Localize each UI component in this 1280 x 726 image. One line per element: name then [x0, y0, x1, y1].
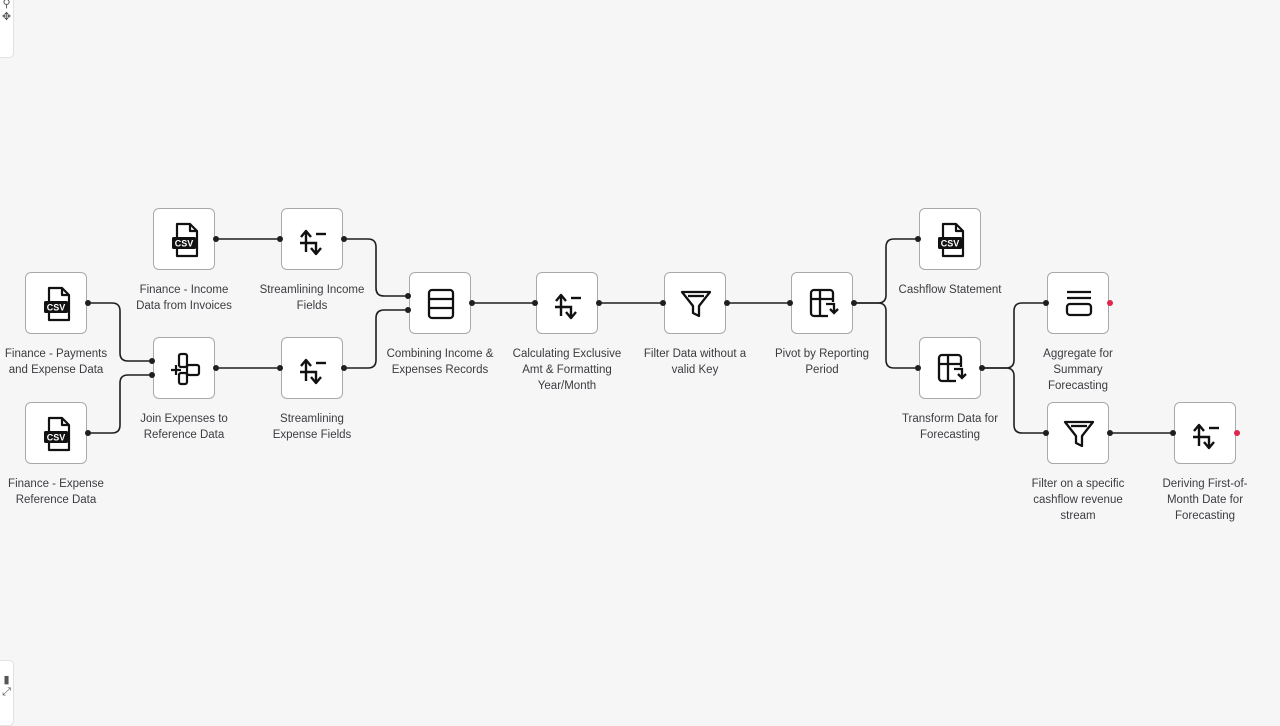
output-port[interactable]: [85, 430, 91, 436]
input-port[interactable]: [660, 300, 666, 306]
expand-icon[interactable]: ⤢: [2, 686, 11, 698]
node-join-expenses[interactable]: [153, 337, 215, 399]
output-port[interactable]: [85, 300, 91, 306]
edge-n12-n14: [982, 367, 1046, 434]
node-label: Combining Income & Expenses Records: [386, 348, 494, 376]
node-streamlining-income[interactable]: [281, 208, 343, 270]
input-port[interactable]: [405, 293, 411, 299]
input-port[interactable]: [915, 236, 921, 242]
output-port[interactable]: [724, 300, 730, 306]
node-streamlining-expense[interactable]: [281, 337, 343, 399]
node-cashflow-statement-csv[interactable]: CSV: [919, 208, 981, 270]
move-icon[interactable]: ✥: [1, 11, 12, 23]
csv-file-icon: CSV: [44, 286, 71, 322]
union-icon: [427, 288, 455, 320]
node-finance-expense-reference-csv[interactable]: CSV: [25, 402, 87, 464]
node-label: Filter on a specific cashflow revenue st…: [1031, 478, 1125, 522]
open-output-port[interactable]: [1107, 300, 1113, 306]
node-aggregate-summary[interactable]: [1047, 272, 1109, 334]
filter-icon: [1063, 420, 1095, 448]
edge-n3-n4: [88, 302, 152, 362]
input-port[interactable]: [149, 358, 155, 364]
csv-file-icon: CSV: [44, 416, 71, 452]
node-calculating-exclusive-amt[interactable]: [536, 272, 598, 334]
node-label: Streamlining Income Fields: [259, 284, 365, 312]
output-port[interactable]: [213, 236, 219, 242]
node-transform-forecasting[interactable]: [919, 337, 981, 399]
node-label: Finance - Income Data from Invoices: [136, 284, 232, 312]
input-port[interactable]: [405, 307, 411, 313]
output-port[interactable]: [1107, 430, 1113, 436]
node-pivot-reporting-period[interactable]: [791, 272, 853, 334]
transform-arrows-icon: [1193, 423, 1219, 450]
input-port[interactable]: [915, 365, 921, 371]
node-filter-valid-key[interactable]: [664, 272, 726, 334]
node-label: Aggregate for Summary Forecasting: [1043, 348, 1113, 392]
output-port[interactable]: [979, 365, 985, 371]
node-deriving-first-of-month[interactable]: [1174, 402, 1236, 464]
node-label: Finance - Expense Reference Data: [8, 478, 104, 506]
csv-file-icon: CSV: [172, 222, 199, 258]
transform-arrows-icon: [555, 293, 581, 320]
edge-n5-n7: [344, 309, 408, 369]
pivot-icon: [809, 288, 839, 318]
input-port[interactable]: [532, 300, 538, 306]
node-label: Pivot by Reporting Period: [775, 348, 869, 376]
input-port[interactable]: [149, 372, 155, 378]
input-port[interactable]: [277, 236, 283, 242]
link-icon[interactable]: ⚲: [2, 0, 11, 10]
output-port[interactable]: [213, 365, 219, 371]
svg-text:CSV: CSV: [47, 433, 66, 443]
transform-arrows-icon: [300, 229, 326, 256]
output-port[interactable]: [851, 300, 857, 306]
node-label: Transform Data for Forecasting: [901, 413, 999, 441]
output-port[interactable]: [469, 300, 475, 306]
node-finance-income-csv[interactable]: CSV: [153, 208, 215, 270]
output-port[interactable]: [341, 365, 347, 371]
edge-n12-n13: [982, 302, 1046, 369]
node-label: Filter Data without a valid Key: [643, 348, 747, 376]
output-port[interactable]: [596, 300, 602, 306]
node-label: Finance - Payments and Expense Data: [4, 348, 108, 376]
node-label: Cashflow Statement: [898, 284, 1002, 296]
aggregate-icon: [1065, 290, 1093, 317]
output-port[interactable]: [341, 236, 347, 242]
node-label: Calculating Exclusive Amt & Formatting Y…: [512, 348, 622, 392]
node-finance-payments-csv[interactable]: CSV: [25, 272, 87, 334]
node-label: Join Expenses to Reference Data: [140, 413, 228, 441]
svg-text:CSV: CSV: [941, 239, 960, 249]
join-icon: [171, 352, 201, 386]
transform-arrows-icon: [300, 358, 326, 385]
panel-icon[interactable]: ▮: [3, 674, 10, 686]
input-port[interactable]: [1043, 300, 1049, 306]
node-filter-cashflow-revenue[interactable]: [1047, 402, 1109, 464]
node-label: Deriving First-of- Month Date for Foreca…: [1162, 478, 1248, 522]
edge-n10-n11: [854, 238, 918, 304]
pivot-icon: [937, 353, 967, 383]
canvas-toolbar-bottom[interactable]: ▮ ⤢: [0, 660, 14, 726]
node-label: Streamlining Expense Fields: [272, 413, 352, 441]
node-combining-records[interactable]: [409, 272, 471, 334]
edge-n6-n4: [88, 374, 152, 434]
input-port[interactable]: [277, 365, 283, 371]
svg-text:CSV: CSV: [175, 239, 194, 249]
canvas-toolbar-top[interactable]: ⚲ ✥: [0, 0, 14, 58]
edge-n2-n7: [344, 238, 408, 297]
svg-text:CSV: CSV: [47, 303, 66, 313]
csv-file-icon: CSV: [938, 222, 965, 258]
input-port[interactable]: [787, 300, 793, 306]
filter-icon: [680, 290, 712, 318]
input-port[interactable]: [1170, 430, 1176, 436]
open-output-port[interactable]: [1234, 430, 1240, 436]
input-port[interactable]: [1043, 430, 1049, 436]
edge-n10-n12: [854, 302, 918, 369]
